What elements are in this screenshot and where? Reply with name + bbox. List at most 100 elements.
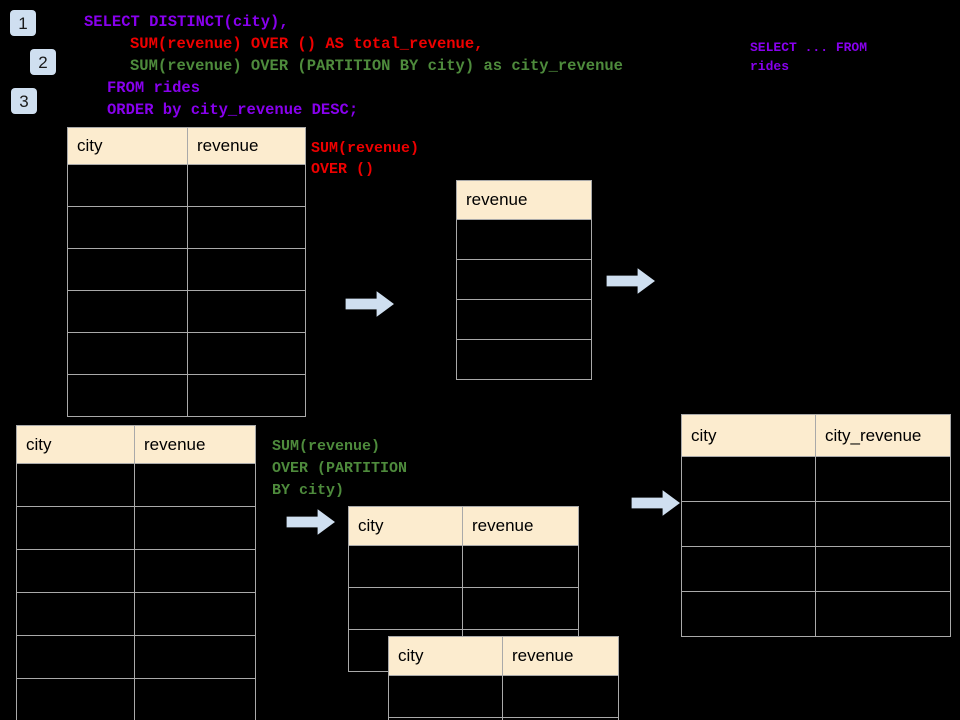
cell-revenue [187, 290, 306, 333]
flow-arrow-icon [285, 506, 337, 538]
table-row [67, 164, 306, 207]
table-row [67, 290, 306, 333]
table-row [681, 456, 951, 502]
cell-city [67, 164, 188, 207]
sql-line-select-distinct: SELECT DISTINCT(city), [84, 13, 289, 31]
cell-revenue [187, 248, 306, 291]
annotation-sum-over-empty: SUM(revenue) OVER () [311, 140, 420, 178]
column-header-revenue: revenue [462, 506, 579, 546]
cell-city [67, 290, 188, 333]
cell-city [681, 501, 816, 547]
column-header-revenue: revenue [502, 636, 619, 676]
sql-line-order-by: ORDER by city_revenue DESC; [107, 101, 359, 119]
cell-revenue [134, 635, 256, 679]
cell-revenue [134, 506, 256, 550]
cell-city [67, 248, 188, 291]
column-header-city: city [388, 636, 503, 676]
table-header-row: city revenue [16, 425, 256, 464]
flow-arrow-icon [605, 265, 657, 297]
table-rides-top: city revenue [67, 127, 306, 417]
table-partition-front: city revenue [388, 636, 619, 720]
table-row [67, 332, 306, 375]
cell-revenue [187, 164, 306, 207]
flow-arrow-icon [630, 487, 682, 519]
cell-revenue [462, 587, 579, 630]
sql-line-total-revenue: SUM(revenue) OVER () AS total_revenue, [130, 35, 484, 53]
table-row [388, 675, 619, 718]
table-result: city city_revenue [681, 414, 951, 637]
sql-line-from-rides: FROM rides [107, 79, 201, 97]
cell-revenue [502, 717, 619, 720]
cell-city [348, 545, 463, 588]
table-row [456, 219, 592, 260]
cell-revenue [187, 206, 306, 249]
table-header-row: city revenue [67, 127, 306, 165]
table-row [67, 374, 306, 417]
cell-revenue [187, 374, 306, 417]
column-header-revenue: revenue [134, 425, 256, 464]
cell-revenue [456, 339, 592, 380]
column-header-city: city [16, 425, 135, 464]
table-row [16, 678, 256, 720]
cell-revenue [134, 678, 256, 720]
column-header-revenue: revenue [187, 127, 306, 165]
step-badge-2: 2 [30, 49, 56, 75]
cell-city [16, 506, 135, 550]
column-header-city-revenue: city_revenue [815, 414, 951, 457]
table-header-row: city revenue [348, 506, 579, 546]
cell-city-revenue [815, 591, 951, 637]
table-row [348, 587, 579, 630]
table-rides-bottom: city revenue [16, 425, 256, 720]
cell-revenue [134, 592, 256, 636]
cell-revenue [456, 219, 592, 260]
table-row [681, 546, 951, 592]
cell-city [681, 456, 816, 502]
column-header-revenue: revenue [456, 180, 592, 220]
cell-city [16, 549, 135, 593]
cell-revenue [456, 299, 592, 340]
table-total-revenue: revenue [456, 180, 592, 380]
flow-arrow-icon [344, 288, 396, 320]
table-row [16, 635, 256, 679]
step-badge-1: 1 [10, 10, 36, 36]
cell-city-revenue [815, 546, 951, 592]
step-badge-3: 3 [11, 88, 37, 114]
cell-city [16, 463, 135, 507]
table-row [456, 339, 592, 380]
table-row [348, 545, 579, 588]
table-header-row: city city_revenue [681, 414, 951, 457]
cell-city [16, 592, 135, 636]
column-header-city: city [348, 506, 463, 546]
table-row [67, 206, 306, 249]
annotation-select-from-rides: SELECT ... FROM rides [750, 40, 868, 74]
table-row [16, 549, 256, 593]
cell-city [16, 635, 135, 679]
cell-revenue [456, 259, 592, 300]
column-header-city: city [681, 414, 816, 457]
table-row [16, 506, 256, 550]
cell-city [67, 374, 188, 417]
table-header-row: revenue [456, 180, 592, 220]
column-header-city: city [67, 127, 188, 165]
table-row [681, 591, 951, 637]
cell-city [16, 678, 135, 720]
table-row [388, 717, 619, 720]
annotation-sum-over-partition: SUM(revenue) OVER (PARTITION BY city) [272, 438, 408, 499]
cell-revenue [134, 549, 256, 593]
sql-line-city-revenue: SUM(revenue) OVER (PARTITION BY city) as… [130, 57, 623, 75]
cell-revenue [134, 463, 256, 507]
table-row [67, 248, 306, 291]
table-row [456, 259, 592, 300]
cell-city [67, 332, 188, 375]
table-row [456, 299, 592, 340]
cell-city-revenue [815, 501, 951, 547]
table-header-row: city revenue [388, 636, 619, 676]
cell-city [681, 591, 816, 637]
cell-revenue [502, 675, 619, 718]
cell-city-revenue [815, 456, 951, 502]
cell-city [67, 206, 188, 249]
cell-revenue [462, 545, 579, 588]
table-row [16, 592, 256, 636]
cell-revenue [187, 332, 306, 375]
